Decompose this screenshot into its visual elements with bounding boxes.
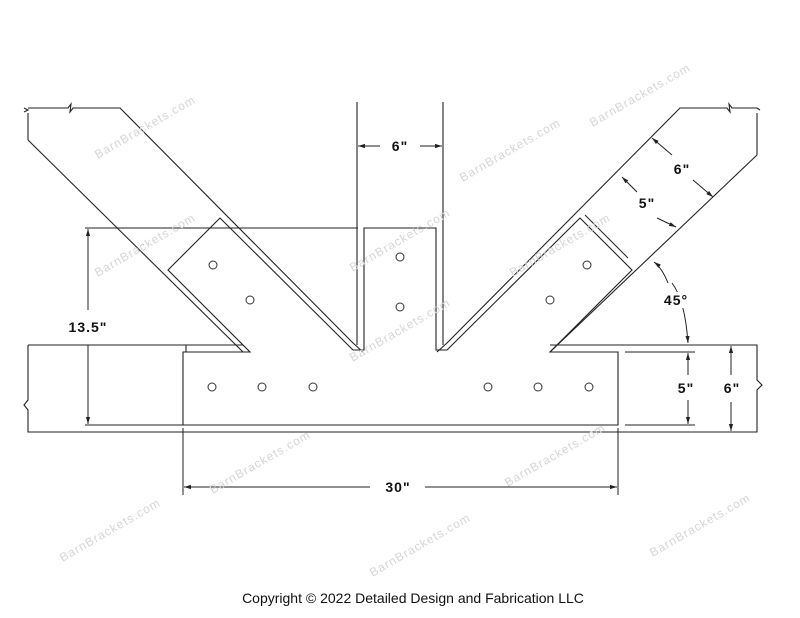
brace-angle-label: 45° [661, 292, 691, 308]
beam-depth-label: 6" [721, 380, 743, 396]
bolt-hole [533, 382, 543, 392]
bolt-hole [582, 260, 592, 270]
bracket-height-label: 13.5" [66, 319, 110, 335]
bolt-hole [245, 295, 255, 305]
copyright-notice: Copyright © 2022 Detailed Design and Fab… [242, 590, 584, 606]
left-brace [23, 102, 364, 353]
bolt-hole [257, 382, 267, 392]
bolt-hole [208, 260, 218, 270]
bolt-hole [308, 382, 318, 392]
dimension-lines [85, 137, 734, 495]
bolt-hole [584, 382, 594, 392]
bolt-hole [483, 382, 493, 392]
brace-width-label: 6" [673, 161, 691, 177]
right-brace [436, 102, 761, 353]
bolt-holes [207, 252, 594, 392]
bolt-hole [545, 295, 555, 305]
post-width-label: 6" [389, 138, 411, 154]
beam-leg-label: 5" [675, 380, 697, 396]
bracket-plate [167, 217, 633, 426]
post [356, 102, 444, 345]
brace-leg-label: 5" [638, 195, 656, 211]
bolt-hole [207, 382, 217, 392]
bracket-length-label: 30" [383, 479, 413, 495]
bolt-hole [395, 252, 405, 262]
bolt-hole [395, 302, 405, 312]
beam [23, 344, 763, 433]
